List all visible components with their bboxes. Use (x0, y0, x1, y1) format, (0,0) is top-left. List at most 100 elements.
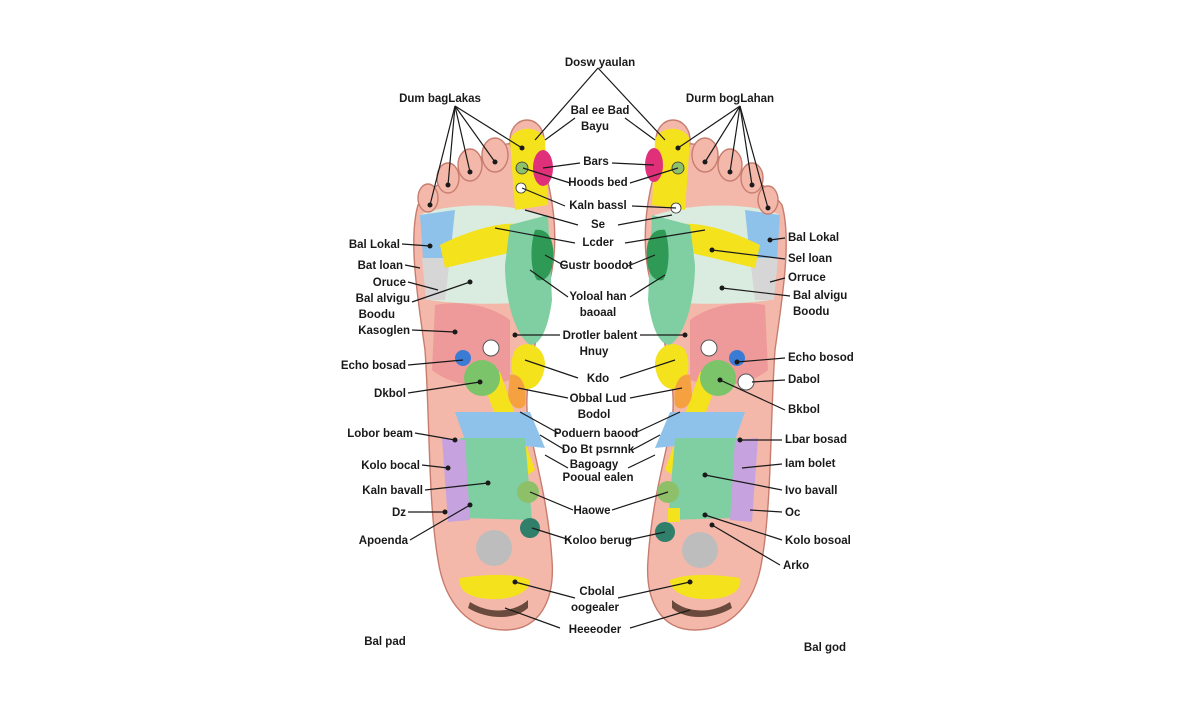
right-foot-yellow-band (675, 223, 760, 268)
label-cpal-2: oogealer (571, 602, 619, 614)
label-lcder: Lcder (582, 237, 614, 249)
right-toe-yellow (652, 128, 690, 210)
label-hoods: Hoods bed (568, 177, 627, 189)
label-l-apenda: Apoenda (359, 535, 409, 547)
left-foot-yellow-band (440, 223, 525, 268)
label-cpal-1: Cbolal (579, 586, 614, 598)
label-r-bottom: Bal god (804, 642, 846, 654)
left-foot-yellow-heel-arc (459, 574, 530, 600)
label-l-kaln: Kaln bavall (362, 485, 423, 497)
right-foot-yellow-heel-arc (670, 574, 741, 600)
label-r-oc: Oc (785, 507, 801, 519)
label-toes-left: Dum bagLakas (399, 93, 481, 105)
label-r-oruce: Orruce (788, 272, 826, 284)
label-l-echo: Echo bosad (341, 360, 406, 372)
label-l-kolo: Kolo bocal (361, 460, 420, 472)
label-r-sel-lean: Sel loan (788, 253, 832, 265)
label-l-lobor: Lobor beam (347, 428, 413, 440)
label-yloal-2: baoaal (580, 307, 616, 319)
label-r-bkbol: Bkbol (788, 404, 820, 416)
label-l-dkbol: Dkbol (374, 388, 406, 400)
right-foot-green-circle (700, 360, 736, 396)
label-l-oruce: Oruce (373, 277, 406, 289)
right-foot-darkgreen-patch (646, 229, 669, 281)
left-toe-4 (436, 162, 460, 194)
left-foot-purple-strip (442, 438, 470, 522)
label-dr-1: Drotler balent (563, 330, 638, 342)
label-haowe: Haowe (573, 505, 610, 517)
label-r-echo: Echo bosod (788, 352, 854, 364)
label-obbal-1: Obbal Lud (570, 393, 627, 405)
left-toe-olive-dot (515, 161, 529, 175)
label-poduer: Poduern baood (554, 428, 638, 440)
right-foot-gray-heel-circle (682, 532, 718, 568)
label-toes-right: Durm bogLahan (686, 93, 774, 105)
label-bal-bad: Bal ee Bad (571, 105, 630, 117)
right-foot (644, 119, 787, 631)
leader-lines (401, 67, 791, 629)
leader-dots (427, 145, 773, 585)
right-foot-dark-heel-arc (672, 600, 732, 617)
left-foot-yellow-blob (511, 344, 545, 389)
label-hecoder: Heeeoder (569, 624, 622, 636)
left-foot-olive-circle (517, 481, 539, 503)
left-toe-3 (457, 148, 483, 182)
left-foot-blue-dot (455, 350, 471, 366)
label-yloal-1: Yoloal han (569, 291, 626, 303)
label-l-bal-alvigu-2: Boodu (359, 309, 395, 321)
left-foot-darkgreen-patch (531, 229, 554, 281)
left-foot-green-circle (464, 360, 500, 396)
label-l-bottom: Bal pad (364, 636, 406, 648)
label-r-ivo: Ivo bavall (785, 485, 837, 497)
label-bal-bad-2: Bayu (581, 121, 609, 133)
label-obbal-2: Bodol (578, 409, 611, 421)
right-foot-white-dot (700, 339, 718, 357)
label-l-kasoglen: Kasoglen (358, 325, 410, 337)
right-foot-orange-patch (674, 374, 692, 409)
label-l-bat-lean: Bat loan (358, 260, 403, 272)
left-foot-teal-circle (520, 518, 540, 538)
left-toe-5 (417, 183, 439, 213)
label-gustr: Gustr boodot (560, 260, 633, 272)
right-toe-3 (717, 148, 743, 182)
right-foot-purple-strip (730, 438, 758, 522)
right-foot-gray-patch (750, 258, 778, 300)
right-foot-white-dot-2 (737, 373, 755, 391)
right-foot-yellow-blob (655, 344, 689, 389)
label-r-kolo: Kolo bosoal (785, 535, 851, 547)
left-toe-2 (481, 137, 509, 173)
labels: Dosw yaulan Dum bagLakas Durm bogLahan B… (341, 57, 854, 654)
label-r-dabol: Dabol (788, 374, 820, 386)
label-kdo: Kdo (587, 373, 609, 385)
left-foot-white-dot (482, 339, 500, 357)
right-foot-lower-green (668, 438, 740, 520)
label-r-iam: Iam bolet (785, 458, 836, 470)
label-sag-1: Bagoagy (570, 459, 619, 471)
label-l-bal-lokal: Bal Lokal (349, 239, 400, 251)
left-foot-gray-patch (422, 258, 450, 300)
left-foot-gray-heel-circle (476, 530, 512, 566)
left-foot-dark-heel-arc (468, 600, 528, 617)
right-toe-5 (757, 185, 779, 215)
right-foot-yellow-square (668, 508, 680, 522)
label-r-bal-alvigu: Bal alvigu (793, 290, 847, 302)
left-foot-lower-green (460, 438, 532, 520)
left-foot (413, 119, 556, 631)
left-toe-white-dot (515, 182, 527, 194)
right-foot-toes (645, 119, 779, 215)
label-kaln-bassl: Kaln bassl (569, 200, 627, 212)
label-r-arko: Arko (783, 560, 809, 572)
label-r-lbar: Lbar bosad (785, 434, 847, 446)
label-ear: Bars (583, 156, 609, 168)
label-top: Dosw yaulan (565, 57, 635, 69)
label-l-dz: Dz (392, 507, 406, 519)
label-r-bal-lokal: Bal Lokal (788, 232, 839, 244)
label-dob: Do Bt psrnnk (562, 444, 635, 456)
right-toe-2 (691, 137, 719, 173)
label-se: Se (591, 219, 605, 231)
label-kola-left: Koloo berug (564, 535, 632, 547)
label-sag-2: Pooual ealen (563, 472, 634, 484)
left-foot-orange-patch (508, 374, 526, 409)
